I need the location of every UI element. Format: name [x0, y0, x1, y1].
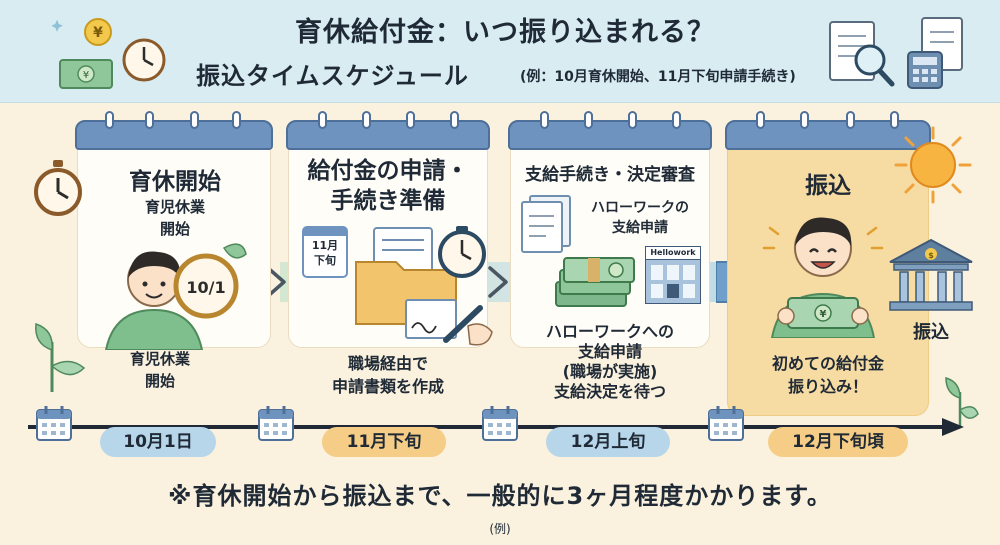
calendar-ring	[406, 111, 415, 129]
svg-text:¥: ¥	[83, 70, 89, 81]
sun-icon	[894, 126, 972, 204]
stage-4-title: 振込	[805, 173, 851, 199]
money-clock-icon: ¥ ¥	[52, 18, 166, 89]
building-icon	[645, 260, 701, 304]
stage-3-doc-label: ハローワークの 支給申請	[591, 200, 689, 236]
example-label: (例)	[489, 522, 511, 536]
chevron-right-icon	[488, 266, 508, 298]
bank-label: 振込	[913, 322, 949, 343]
sprout-icon	[35, 322, 86, 392]
deadline-tag-label: 11月 下旬	[311, 239, 339, 267]
stage-3-title: 支給手続き・決定審査	[525, 165, 695, 185]
stage-4-caption: 初めての給付金 振り込み！	[771, 354, 884, 396]
calendar-ring	[540, 111, 549, 129]
svg-text:¥: ¥	[93, 25, 103, 41]
clock-with-leaf-icon: 10/1	[173, 243, 247, 319]
calendar-ring	[105, 111, 114, 129]
documents-magnifier-icon	[829, 17, 963, 89]
calendar-header-bar	[286, 120, 490, 150]
person-icon	[104, 251, 204, 350]
leaf-icon	[945, 377, 979, 426]
svg-text:$: $	[928, 251, 934, 260]
hellowork-building: Hellowork	[645, 246, 701, 306]
calendar-ring	[318, 111, 327, 129]
calendar-ring	[450, 111, 459, 129]
stopwatch-icon	[34, 160, 82, 216]
calendar-ring	[362, 111, 371, 129]
stage-1-title: 育休開始	[129, 169, 221, 195]
calendar-ring	[232, 111, 241, 129]
calendar-header-bar	[508, 120, 712, 150]
calendar-ring	[890, 111, 899, 129]
page-title: 育休給付金：いつ振り込まれる？	[295, 17, 715, 48]
happy-person-icon: ¥	[762, 217, 884, 338]
clock-date-label: 10/1	[186, 278, 225, 297]
calendar-icon	[708, 406, 744, 441]
timeline-arrowhead-icon	[942, 418, 964, 436]
bank-icon: $	[889, 238, 973, 311]
stage-2-title: 給付金の申請・ 手続き準備	[307, 158, 469, 214]
calendar-ring	[672, 111, 681, 129]
calendar-icon	[482, 406, 518, 441]
stage-2-caption: 職場経由で 申請書類を作成	[331, 354, 444, 396]
calendar-ring	[628, 111, 637, 129]
stage-3-caption: ハローワークへの 支給申請 (職場が実施) 支給決定を待つ	[545, 322, 674, 401]
stage-1-caption: 育児休業 開始	[129, 350, 190, 390]
deadline-tag: 11月 下旬	[302, 226, 348, 278]
title-note: (例：10月育休開始、11月下旬申請手続き)	[520, 69, 796, 85]
calendar-ring	[756, 111, 765, 129]
calendar-ring	[800, 111, 809, 129]
calendar-icon	[258, 406, 294, 441]
documents-icon	[521, 195, 571, 253]
timeline-date-3: 12月上旬	[546, 427, 670, 457]
timeline-date-2: 11月下旬	[322, 427, 446, 457]
stage-1-subtitle: 育児休業 開始	[144, 198, 205, 238]
footnote: ※育休開始から振込まで、一般的に3ヶ月程度かかります。	[168, 482, 832, 510]
calendar-icon	[36, 406, 72, 441]
page-subtitle: 振込タイムスケジュール	[196, 62, 469, 90]
chevron-right-icon	[266, 266, 286, 298]
calendar-ring	[190, 111, 199, 129]
calendar-ring	[145, 111, 154, 129]
folder-documents-icon	[355, 226, 493, 346]
calendar-ring	[846, 111, 855, 129]
svg-text:¥: ¥	[820, 309, 827, 320]
timeline-date-1: 10月1日	[100, 427, 216, 457]
hellowork-sign: Hellowork	[645, 246, 701, 260]
calendar-ring	[584, 111, 593, 129]
timeline-date-4: 12月下旬頃	[768, 427, 908, 457]
banknote-stack-icon	[555, 257, 635, 307]
